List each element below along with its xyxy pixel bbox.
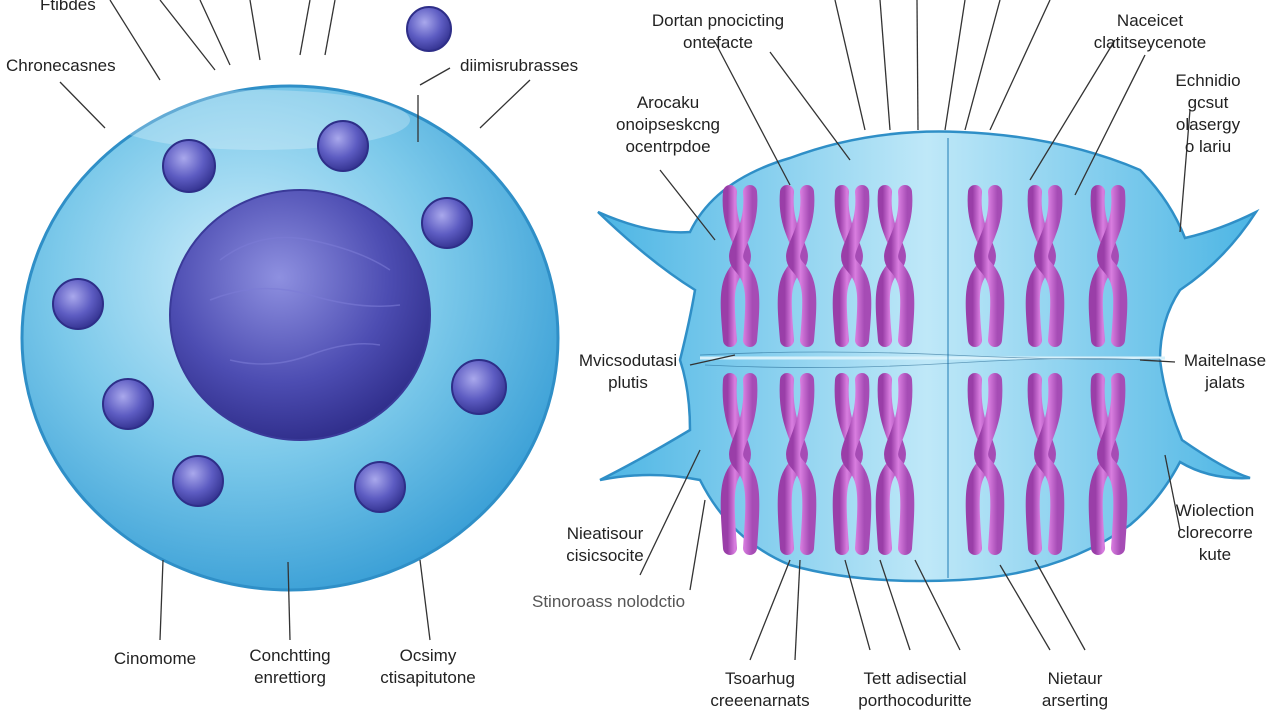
left-cell (20, 0, 560, 641)
label-arousu: Arocaku onoipseskcng ocentrpdoe (616, 93, 720, 156)
label-bottom-chromome: Cinomome (113, 649, 197, 668)
organelles (52, 6, 507, 513)
chromatid (1097, 373, 1128, 555)
organelle-outside (406, 6, 452, 52)
organelle (421, 197, 473, 249)
organelle (102, 378, 154, 430)
label-nieatisour: Nieatisour cisicsocite (566, 524, 644, 565)
chromatid (786, 185, 817, 347)
label-tett-adisecial: Tett adisectial porthocoduritte (858, 669, 972, 710)
chromatid (1097, 185, 1128, 347)
organelle (317, 120, 369, 172)
label-echnidio: Echnidio gcsut olasergy o lariu (1175, 71, 1241, 156)
chromatid (1034, 373, 1065, 555)
label-tsoarhug: Tsoarhug creeenarnats (710, 669, 810, 710)
label-top-center-left: diimisrubrasses (460, 56, 579, 75)
chromatid (884, 185, 915, 347)
right-leader-lines (639, 0, 1191, 661)
right-cell (597, 0, 1260, 661)
organelle (52, 278, 104, 330)
chromosomes (720, 185, 1128, 555)
chromatid (884, 373, 915, 555)
chromatid (974, 185, 1005, 347)
label-maitelinase: Maitelnase jalats (1183, 351, 1267, 392)
label-bottom-condensing: Conchtting enrettiorg (249, 646, 331, 687)
label-wiolection: Wiolection clorecorre kute (1175, 501, 1255, 564)
spindle-fibers (699, 351, 1161, 368)
organelle (354, 461, 406, 513)
left-leader-lines (59, 0, 531, 641)
chromatid (841, 373, 872, 555)
organelle (451, 359, 507, 415)
label-stinorrass: Stinoroass nolodctio (532, 592, 686, 611)
organelle (162, 139, 216, 193)
chromatid (1034, 185, 1065, 347)
chromatid (841, 185, 872, 347)
label-bottom-ocsimy: Ocsimy ctisapitutone (380, 646, 476, 687)
nucleus-texture (209, 236, 401, 365)
label-chromosomes-left: Chronecasnes (6, 56, 116, 75)
chromatid (729, 185, 760, 347)
label-top-center-right: Dortan pnocicting ontefacte (651, 11, 785, 52)
label-mvicsodutasi: Mvicsodutasi plutis (578, 351, 678, 392)
label-nietaur: Nietaur arserting (1041, 669, 1109, 710)
spindle-cell-body (597, 130, 1260, 583)
chromatid (729, 373, 760, 555)
organelle (172, 455, 224, 507)
label-top-left: Ftibdes (40, 0, 96, 14)
chromatid (786, 373, 817, 555)
chromatid (974, 373, 1005, 555)
label-nacieret: Naceicet clatitseycenote (1093, 11, 1207, 52)
nucleus (169, 189, 431, 441)
